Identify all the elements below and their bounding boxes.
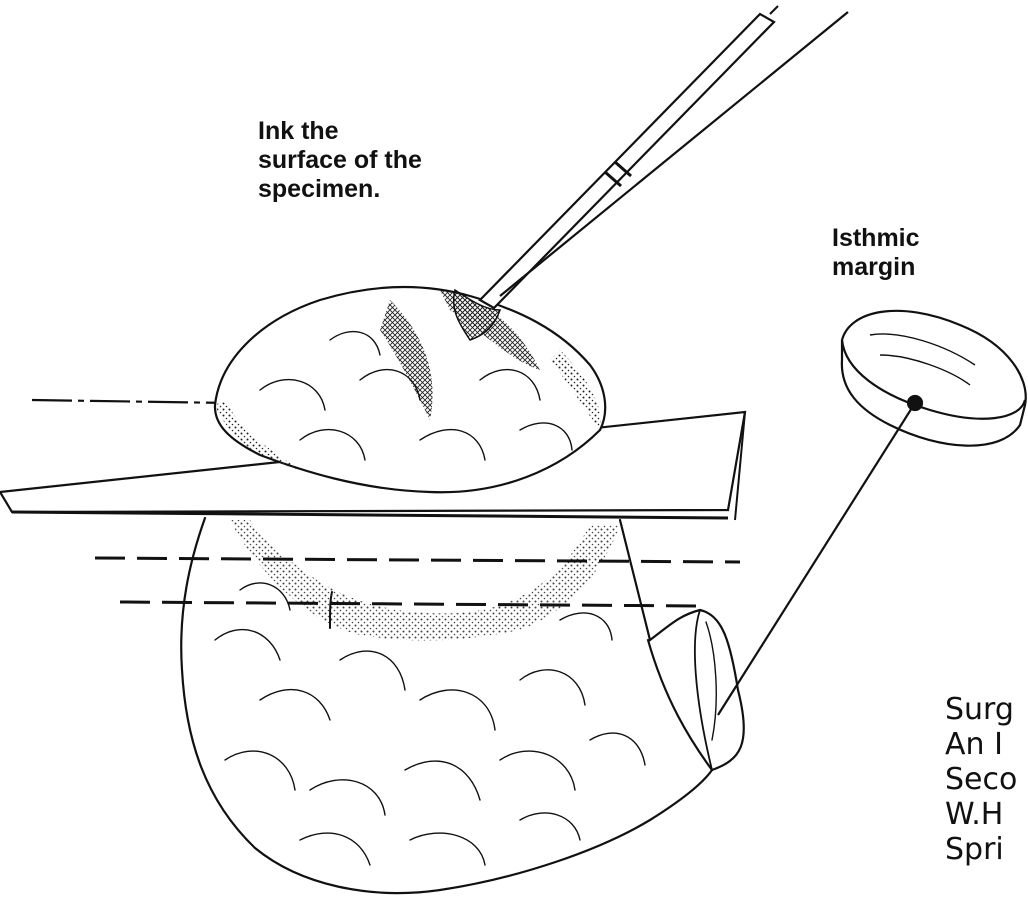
ink-instruction-label: Ink the surface of the specimen.: [258, 117, 422, 204]
isthmic-margin-label: Isthmic margin: [832, 224, 920, 282]
specimen-upper-portion: [215, 287, 605, 492]
specimen-lower-lobe: [181, 518, 744, 893]
isthmic-margin-disc: [842, 311, 1026, 446]
source-line-5: Spri: [945, 832, 1017, 867]
cut-surface-stipple: [230, 520, 620, 640]
source-line-1: Surg: [945, 692, 1017, 727]
source-line-2: An I: [945, 727, 1017, 762]
ink-label-line-1: Ink the: [258, 117, 422, 146]
source-line-3: Seco: [945, 762, 1017, 797]
ink-brush: [454, 6, 848, 340]
isthmic-label-line-2: margin: [832, 253, 920, 282]
isthmic-leader-line: [718, 403, 915, 715]
source-citation: Surg An I Seco W.H Spri: [945, 692, 1017, 867]
source-line-4: W.H: [945, 797, 1017, 832]
reference-line-left: [32, 400, 230, 403]
ink-label-line-2: surface of the: [258, 146, 422, 175]
isthmic-label-line-1: Isthmic: [832, 224, 920, 253]
ink-label-line-3: specimen.: [258, 175, 422, 204]
